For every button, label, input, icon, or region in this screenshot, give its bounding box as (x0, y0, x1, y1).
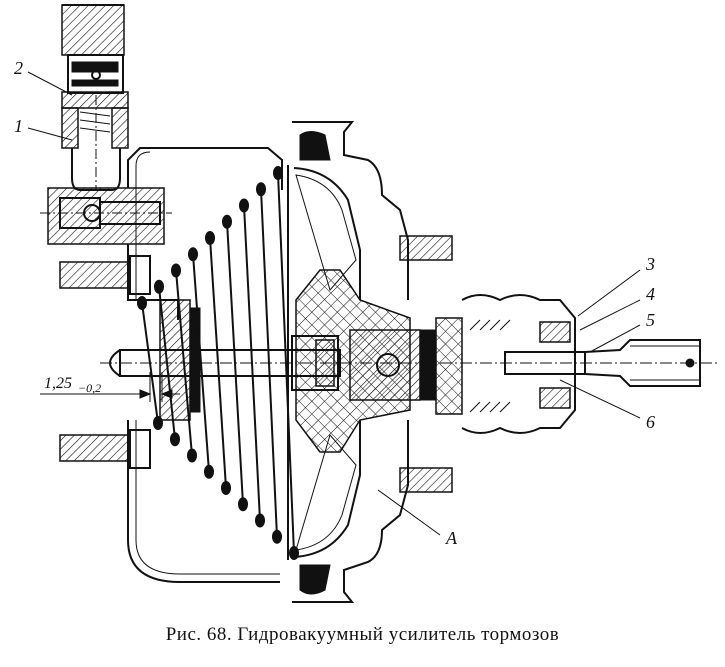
spring-coil-section (221, 481, 231, 495)
dimension-tolerance: −0,2 (78, 381, 101, 395)
callout-label-2: 2 (14, 58, 23, 78)
brake-booster-cross-section-drawing: 2 1 3 4 5 6 A 1,25 −0,2 (14, 4, 720, 603)
mounting-studs-left (59, 255, 151, 469)
spring-coil-section (222, 214, 232, 229)
callout-label-4: 4 (646, 284, 655, 304)
spring-coil-section (272, 529, 282, 544)
spring-coil-section (187, 448, 197, 463)
spring-coil-section (205, 231, 215, 245)
spring-coil-section (239, 198, 249, 213)
spring-coil-section (256, 182, 266, 197)
spring-coil-section (204, 464, 214, 479)
control-valve-assembly (40, 4, 172, 245)
spring-coil-section (153, 416, 163, 430)
spring-coil-section (170, 432, 180, 447)
spring-coil-section (255, 513, 265, 528)
spring-coil-section (137, 296, 147, 310)
mounting-studs-right (399, 235, 453, 493)
rear-housing (127, 147, 283, 583)
spring-coil-section (154, 279, 164, 294)
spring-coil (209, 237, 227, 489)
hydraulic-cylinder (349, 294, 701, 434)
spring-coil-section (273, 166, 283, 180)
callout-label-3: 3 (645, 254, 655, 274)
figure-caption: Рис. 68. Гидровакуумный усилитель тормоз… (165, 624, 560, 645)
callout-leaders (27, 71, 641, 536)
callout-label-1: 1 (14, 116, 23, 136)
callout-label-5: 5 (646, 310, 655, 330)
spring-coil-section (238, 497, 248, 512)
spring-coil-section (289, 546, 299, 560)
clearance-dimension (40, 372, 180, 402)
dimension-value: 1,25 (44, 375, 72, 392)
spring-coil-section (171, 263, 181, 278)
callout-label-6: 6 (646, 412, 655, 432)
spring-coil-section (188, 247, 198, 262)
return-spring (137, 166, 299, 560)
callout-label-a: A (445, 528, 458, 548)
